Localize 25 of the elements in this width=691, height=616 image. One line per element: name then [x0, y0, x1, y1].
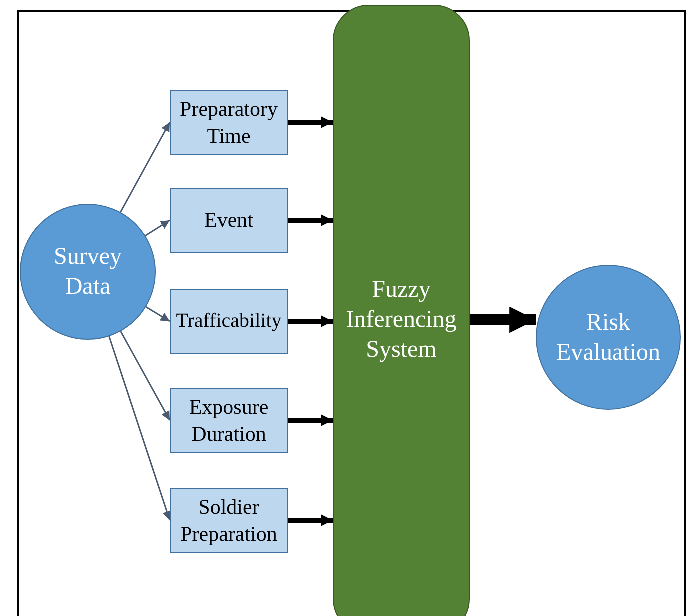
arrow: [288, 514, 333, 526]
node-label: Trafficability: [176, 309, 282, 334]
node-label: Soldier Preparation: [180, 494, 278, 547]
arrow: [288, 214, 333, 226]
node-label: Survey Data: [53, 243, 123, 302]
arrow: [288, 414, 333, 426]
process-box: [170, 188, 288, 253]
node-label: Risk Evaluation: [556, 308, 662, 368]
arrow: [146, 306, 170, 322]
node-label: Fuzzy Inferencing System: [345, 276, 458, 365]
arrow: [145, 220, 170, 236]
process-box: [170, 90, 288, 155]
arrow: [108, 336, 172, 521]
process-box: [170, 388, 288, 453]
process-box: [170, 488, 288, 553]
process-box: [170, 289, 288, 354]
arrow: [470, 306, 536, 334]
node-label: Exposure Duration: [188, 394, 270, 447]
arrow: [120, 331, 171, 421]
arrow: [120, 122, 171, 213]
node-label: Preparatory Time: [179, 96, 279, 149]
system-panel: [333, 5, 470, 616]
node-label: Event: [204, 207, 254, 234]
arrow: [288, 316, 333, 328]
arrow: [288, 116, 333, 128]
